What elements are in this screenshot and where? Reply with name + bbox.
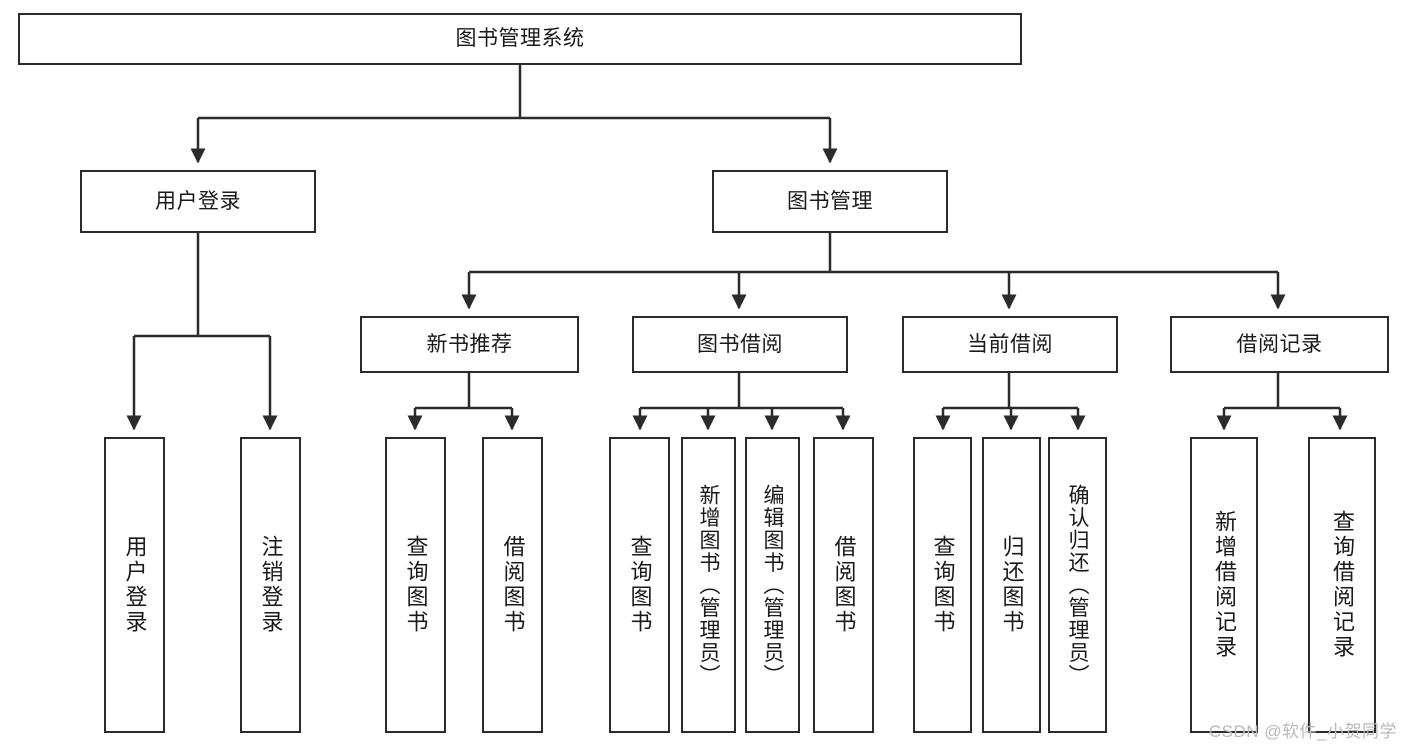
node-book-management[interactable]: 图书管理 [712,170,948,233]
node-user-login[interactable]: 用户登录 [80,170,316,233]
node-label: 图书管理 [787,189,873,213]
node-root-system[interactable]: 图书管理系统 [18,13,1022,65]
leaf-user-login-login[interactable]: 用户登录 [104,437,165,733]
leaf-book-borrow-edit-admin[interactable]: 编辑图书（管理员） [745,437,800,733]
node-label: 用户登录 [122,535,148,635]
leaf-borrow-record-add[interactable]: 新增借阅记录 [1190,437,1258,733]
leaf-current-borrow-confirm-admin[interactable]: 确认归还（管理员） [1048,437,1107,733]
node-label: 归还图书 [999,535,1025,635]
node-label: 查询借阅记录 [1330,510,1355,660]
node-label: 查询图书 [403,535,429,635]
node-label: 当前借阅 [967,332,1053,356]
node-label: 借阅图书 [500,535,526,635]
node-label: 用户登录 [155,189,241,213]
node-label: 注销登录 [258,535,284,635]
node-label: 借阅图书 [831,535,857,635]
node-label: 图书借阅 [697,332,783,356]
leaf-user-login-logout[interactable]: 注销登录 [240,437,301,733]
node-borrow-record[interactable]: 借阅记录 [1170,316,1389,373]
node-label: 确认归还（管理员） [1066,483,1089,687]
leaf-book-borrow-add-admin[interactable]: 新增图书（管理员） [681,437,736,733]
watermark-text: CSDN @软件_小贺同学 [1208,722,1397,741]
leaf-book-borrow-borrow[interactable]: 借阅图书 [813,437,874,733]
leaf-borrow-record-query[interactable]: 查询借阅记录 [1308,437,1376,733]
leaf-new-book-query[interactable]: 查询图书 [385,437,446,733]
node-book-borrow[interactable]: 图书借阅 [632,316,848,373]
node-current-borrow[interactable]: 当前借阅 [902,316,1118,373]
node-label: 查询图书 [627,535,653,635]
node-new-book-recommend[interactable]: 新书推荐 [360,316,579,373]
leaf-current-borrow-query[interactable]: 查询图书 [913,437,972,733]
node-label: 新增图书（管理员） [697,483,720,687]
node-label: 借阅记录 [1236,332,1323,356]
node-label: 图书管理系统 [455,27,585,51]
node-label: 编辑图书（管理员） [761,483,784,687]
leaf-new-book-borrow[interactable]: 借阅图书 [482,437,543,733]
node-label: 新书推荐 [426,332,513,356]
leaf-book-borrow-query[interactable]: 查询图书 [609,437,670,733]
node-label: 新增借阅记录 [1212,510,1237,660]
node-label: 查询图书 [930,535,956,635]
leaf-current-borrow-return[interactable]: 归还图书 [982,437,1041,733]
